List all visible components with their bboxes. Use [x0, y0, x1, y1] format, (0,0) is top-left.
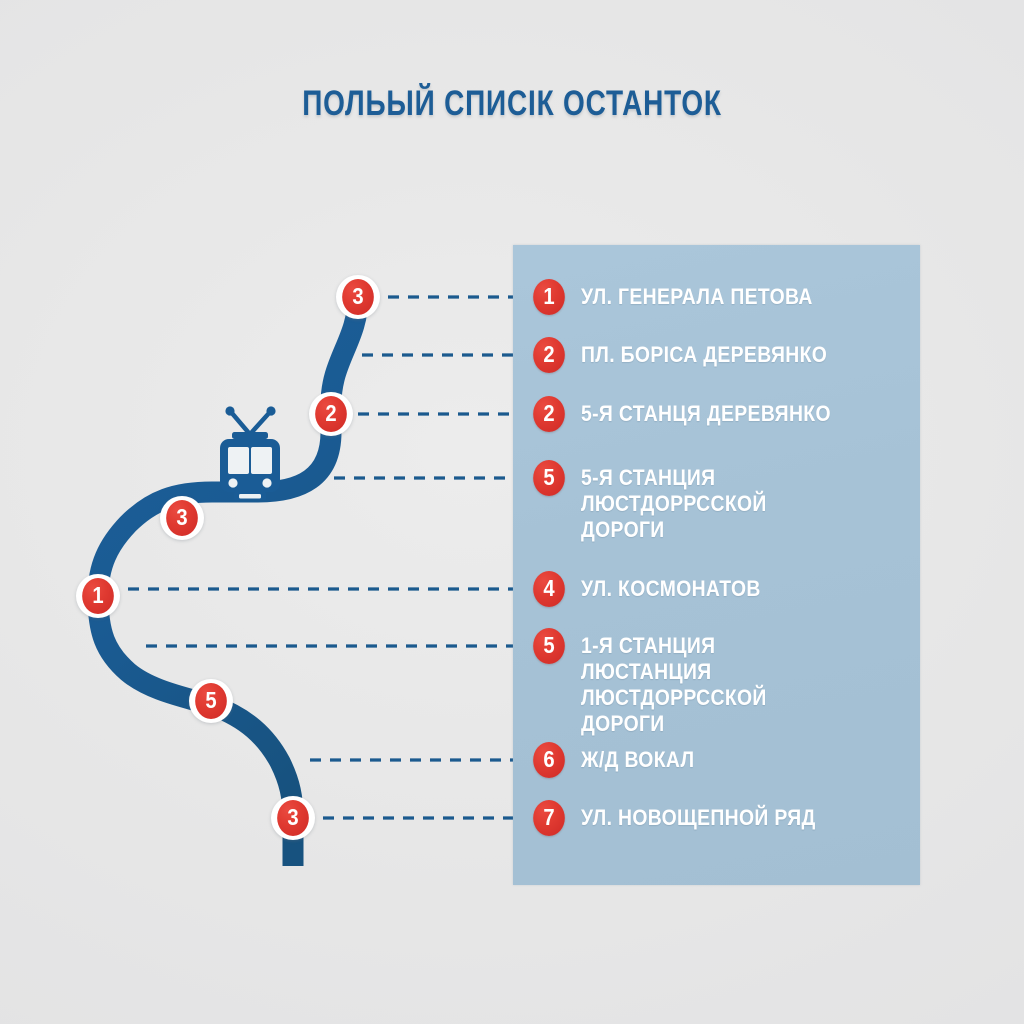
- route-line: [87, 296, 369, 866]
- stop-number-value: 1: [543, 283, 555, 309]
- stop-number-badge: 7: [533, 800, 565, 836]
- stop-number-value: 7: [543, 804, 555, 830]
- stop-number-badge: 2: [533, 396, 565, 432]
- route-marker[interactable]: 3: [336, 275, 380, 319]
- route-marker[interactable]: 5: [189, 679, 233, 723]
- stop-number-badge: 1: [533, 279, 565, 315]
- route-marker-number: 3: [342, 279, 374, 315]
- list-item[interactable]: 4 УЛ. КОСМОНАТОВ: [531, 571, 785, 607]
- stop-name-label: ПЛ. БОРІСА ДЕРЕВЯНКО: [581, 342, 828, 367]
- connector-lines: [128, 295, 525, 820]
- stop-number-value: 5: [543, 632, 555, 658]
- stop-name-label: 5-Я СТАНЦИЯ ЛЮСТДОРРССКОЙ ДОРОГИ: [581, 465, 767, 542]
- stop-number-badge: 5: [533, 460, 565, 496]
- route-marker-number: 5: [195, 683, 227, 719]
- stop-name-label: 1-Я СТАНЦИЯ ЛЮСТАНЦИЯ ЛЮСТДОРРССКОЙ ДОРО…: [581, 633, 767, 736]
- route-marker-number: 3: [277, 800, 309, 836]
- stop-name-label: Ж/Д ВОКАЛ: [581, 747, 695, 772]
- stop-number-value: 2: [543, 400, 555, 426]
- list-item[interactable]: 5 1-Я СТАНЦИЯ ЛЮСТАНЦИЯ ЛЮСТДОРРССКОЙ ДОР…: [531, 628, 920, 737]
- stop-number-value: 6: [543, 746, 555, 772]
- page-title: ПОЛЬЫЙ СПИСІК ОСТАНТОК: [302, 84, 722, 123]
- route-marker-value: 3: [287, 804, 299, 830]
- stop-name-label: УЛ. КОСМОНАТОВ: [581, 576, 761, 601]
- stop-number-value: 5: [543, 464, 555, 490]
- route-marker-value: 1: [92, 582, 104, 608]
- route-marker-value: 2: [325, 400, 337, 426]
- route-marker[interactable]: 3: [160, 496, 204, 540]
- stop-name-label: УЛ. ГЕНЕРАЛА ПЕТОВА: [581, 284, 813, 309]
- list-item[interactable]: 6 Ж/Д ВОКАЛ: [531, 742, 710, 778]
- stop-number-badge: 4: [533, 571, 565, 607]
- route-marker-number: 2: [315, 396, 347, 432]
- route-marker[interactable]: 2: [309, 392, 353, 436]
- list-item[interactable]: 7 УЛ. НОВОЩЕПНОЙ РЯД: [531, 800, 848, 836]
- stop-number-badge: 6: [533, 742, 565, 778]
- route-marker-number: 1: [82, 578, 114, 614]
- list-item[interactable]: 2 ПЛ. БОРІСА ДЕРЕВЯНКО: [531, 337, 861, 373]
- stop-name-label: 5-Я СТАНЦЯ ДЕРЕВЯНКО: [581, 401, 831, 426]
- list-item[interactable]: 5 5-Я СТАНЦИЯ ЛЮСТДОРРССКОЙ ДОРОГИ: [531, 460, 920, 543]
- list-item[interactable]: 2 5-Я СТАНЦЯ ДЕРЕВЯНКО: [531, 396, 865, 432]
- stop-number-badge: 5: [533, 628, 565, 664]
- route-marker-value: 3: [176, 504, 188, 530]
- list-item[interactable]: 1 УЛ. ГЕНЕРАЛА ПЕТОВА: [531, 279, 844, 315]
- stop-number-value: 2: [543, 341, 555, 367]
- route-marker[interactable]: 1: [76, 574, 120, 618]
- route-marker-value: 5: [205, 687, 217, 713]
- route-marker-number: 3: [166, 500, 198, 536]
- stop-name-label: УЛ. НОВОЩЕПНОЙ РЯД: [581, 805, 816, 830]
- tram-icon: [220, 406, 280, 500]
- stop-list-panel: 1 УЛ. ГЕНЕРАЛА ПЕТОВА 2 ПЛ. БОРІСА ДЕРЕВЯНК…: [513, 245, 920, 885]
- stop-number-value: 4: [543, 575, 555, 601]
- route-marker-value: 3: [352, 283, 364, 309]
- route-marker[interactable]: 3: [271, 796, 315, 840]
- stop-number-badge: 2: [533, 337, 565, 373]
